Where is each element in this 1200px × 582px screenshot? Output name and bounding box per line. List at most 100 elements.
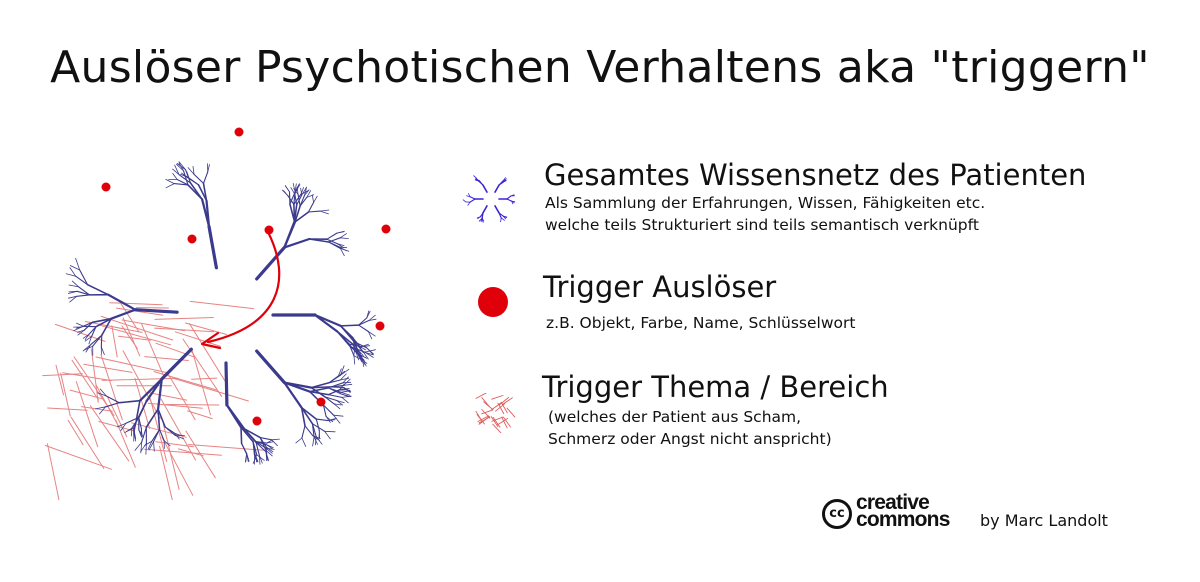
network-branch	[366, 310, 370, 319]
network-branch	[364, 351, 374, 358]
network-branch	[148, 441, 154, 451]
trigger-dot	[316, 397, 326, 407]
mini-branch	[498, 212, 504, 217]
mini-branch	[494, 184, 500, 193]
hatch-stroke	[134, 377, 151, 429]
mini-branch	[473, 175, 477, 179]
hatch-stroke	[90, 348, 99, 403]
network-branch	[158, 428, 165, 442]
network-branch	[188, 178, 200, 186]
network-branch	[299, 196, 308, 207]
network-branch	[283, 237, 311, 249]
network-branch	[174, 432, 180, 440]
network-branch	[225, 403, 246, 430]
mini-hatch-stroke	[506, 407, 516, 418]
network-branch	[326, 238, 338, 245]
network-branch	[361, 356, 365, 367]
trigger-dot	[375, 321, 385, 331]
network-branch	[178, 161, 187, 171]
cc-wordmark-line1: creative	[856, 491, 930, 514]
network-branch	[118, 399, 141, 404]
network-branch	[141, 426, 147, 443]
network-branch	[240, 426, 254, 443]
network-branch	[265, 447, 273, 454]
network-branch	[134, 441, 143, 451]
network-branch	[340, 391, 351, 396]
hatch-stroke	[121, 325, 138, 349]
network-branch	[120, 422, 127, 432]
network-branch	[84, 336, 92, 342]
network-branch	[101, 317, 112, 336]
network-branch	[173, 183, 189, 186]
network-branch	[88, 336, 92, 345]
hatch-stroke	[189, 300, 255, 310]
mini-hatch-stroke	[475, 393, 487, 399]
mini-hatch-stroke	[492, 423, 502, 433]
hatch-stroke	[55, 364, 64, 396]
network-branch	[328, 375, 339, 384]
network-branch	[125, 417, 139, 424]
network-branch	[138, 429, 142, 438]
trigger-dot	[381, 224, 391, 234]
mini-branch	[482, 205, 488, 214]
network-branch	[327, 387, 342, 393]
network-branch	[176, 163, 185, 172]
trigger-dot-icon	[478, 287, 508, 317]
network-branch	[340, 388, 351, 391]
legend-desc-area-line2: Schmerz oder Angst nicht anspricht)	[548, 430, 832, 448]
hatch-stroke	[162, 423, 180, 490]
trigger-arrow	[200, 230, 281, 350]
network-branch	[68, 290, 78, 294]
mini-branch	[481, 217, 485, 222]
network-branch	[99, 406, 106, 415]
network-branch	[163, 440, 171, 447]
trigger-dot	[187, 234, 197, 244]
network-branch	[336, 243, 345, 246]
hatch-stroke	[99, 324, 172, 346]
network-branch	[95, 317, 112, 328]
network-branch	[327, 394, 343, 398]
network-branch	[294, 183, 297, 193]
network-branch	[300, 190, 309, 195]
network-branch	[76, 290, 91, 296]
network-branch	[107, 293, 137, 311]
network-branch	[271, 439, 278, 447]
network-branch	[77, 329, 85, 336]
network-branch	[258, 454, 261, 465]
network-branch	[333, 403, 341, 410]
mini-branch	[500, 217, 502, 223]
network-branch	[312, 436, 315, 447]
network-branch	[340, 368, 350, 376]
network-branch	[353, 341, 364, 353]
author-credit: by Marc Landolt	[980, 511, 1108, 530]
network-branch	[207, 224, 218, 270]
hatch-stroke	[107, 396, 128, 438]
network-branch	[178, 174, 192, 184]
hatched-area-icon	[475, 393, 516, 433]
mini-hatch-stroke	[483, 401, 494, 411]
network-branch	[131, 417, 140, 429]
network-branch	[337, 368, 342, 377]
network-branch	[69, 295, 78, 303]
mini-branch	[511, 200, 514, 205]
network-branch	[69, 265, 81, 271]
network-branch	[192, 166, 195, 175]
network-branch	[294, 211, 310, 223]
network-branch	[339, 373, 347, 381]
network-branch	[343, 383, 353, 386]
network-branch	[283, 220, 296, 249]
hatch-stroke	[189, 323, 228, 385]
knowledge-network-icon	[462, 175, 516, 223]
network-branch	[252, 441, 255, 456]
mini-hatch-stroke	[496, 418, 509, 426]
network-branch	[252, 454, 258, 464]
hatch-stroke	[121, 319, 186, 332]
network-branch	[341, 395, 352, 398]
network-branch	[245, 453, 248, 462]
network-branch	[333, 414, 344, 417]
network-branch	[353, 355, 362, 360]
hatch-stroke	[115, 419, 136, 468]
network-branch	[88, 326, 97, 335]
network-branch	[300, 187, 305, 195]
network-branch	[362, 351, 369, 360]
